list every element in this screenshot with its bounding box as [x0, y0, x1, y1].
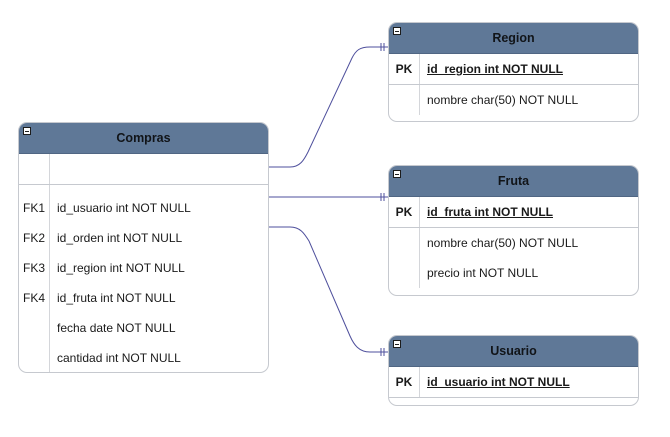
attr-cell	[49, 154, 268, 184]
key-cell	[389, 228, 419, 258]
collapse-icon[interactable]	[393, 27, 401, 35]
key-cell	[389, 85, 419, 115]
entity-fruta[interactable]: Fruta PK id_fruta int NOT NULL nombre ch…	[388, 165, 639, 296]
entity-title: Usuario	[490, 344, 537, 358]
field-row[interactable]: precio int NOT NULL	[389, 258, 638, 288]
fk-label: FK1	[23, 201, 46, 215]
entity-header: Region	[389, 23, 638, 54]
fk-label: FK4	[23, 291, 46, 305]
spacer-row	[19, 185, 268, 193]
empty-pk-row	[19, 154, 268, 185]
field-row[interactable]: FK3 id_region int NOT NULL	[19, 253, 268, 283]
field-text: nombre char(50) NOT NULL	[419, 228, 638, 258]
fk-label: FK2	[23, 231, 46, 245]
field-row[interactable]: FK1 id_usuario int NOT NULL	[19, 193, 268, 223]
field-text: fecha date NOT NULL	[49, 313, 268, 343]
field-text: nombre char(50) NOT NULL	[419, 85, 638, 115]
key-cell	[19, 313, 49, 343]
pk-field-text: id_fruta int NOT NULL	[419, 197, 638, 227]
collapse-icon[interactable]	[23, 127, 31, 135]
connector-compras-region	[268, 46, 389, 168]
pk-field-text: id_region int NOT NULL	[419, 54, 638, 84]
pk-label: PK	[395, 205, 413, 219]
entity-header: Compras	[19, 123, 268, 154]
field-text: id_usuario int NOT NULL	[49, 193, 268, 223]
connector-compras-usuario	[268, 226, 389, 353]
entity-title: Compras	[116, 131, 171, 145]
key-cell	[19, 154, 49, 184]
pk-row[interactable]: PK id_fruta int NOT NULL	[389, 197, 638, 228]
entity-usuario[interactable]: Usuario PK id_usuario int NOT NULL	[388, 335, 639, 406]
entity-title: Region	[492, 31, 535, 45]
collapse-icon[interactable]	[393, 340, 401, 348]
field-row[interactable]: cantidad int NOT NULL	[19, 343, 268, 372]
pk-row[interactable]: PK id_usuario int NOT NULL	[389, 367, 638, 398]
field-text: id_fruta int NOT NULL	[49, 283, 268, 313]
pk-label: PK	[395, 375, 413, 389]
field-row[interactable]: nombre char(50) NOT NULL	[389, 228, 638, 258]
entity-region[interactable]: Region PK id_region int NOT NULL nombre …	[388, 22, 639, 122]
collapse-icon[interactable]	[393, 170, 401, 178]
key-cell	[19, 343, 49, 372]
field-row[interactable]: fecha date NOT NULL	[19, 313, 268, 343]
key-cell	[389, 258, 419, 288]
field-text: id_region int NOT NULL	[49, 253, 268, 283]
field-row[interactable]: FK2 id_orden int NOT NULL	[19, 223, 268, 253]
entity-header: Usuario	[389, 336, 638, 367]
fk-label: FK3	[23, 261, 46, 275]
field-text: id_orden int NOT NULL	[49, 223, 268, 253]
entity-title: Fruta	[497, 174, 530, 188]
entity-header: Fruta	[389, 166, 638, 197]
pk-row[interactable]: PK id_region int NOT NULL	[389, 54, 638, 85]
pk-label: PK	[395, 62, 413, 76]
field-row[interactable]: nombre char(50) NOT NULL	[389, 85, 638, 115]
pk-field-text: id_usuario int NOT NULL	[419, 367, 638, 397]
field-row[interactable]: FK4 id_fruta int NOT NULL	[19, 283, 268, 313]
entity-compras[interactable]: Compras FK1 id_usuario int NOT NULL FK2 …	[18, 122, 269, 373]
field-text: cantidad int NOT NULL	[49, 343, 268, 372]
field-text: precio int NOT NULL	[419, 258, 638, 288]
